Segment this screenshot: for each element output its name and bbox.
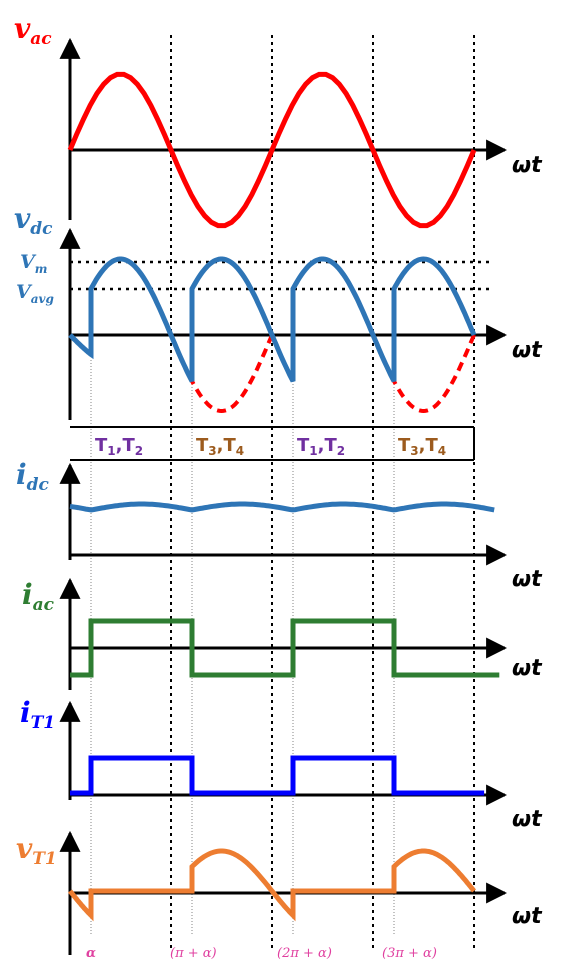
idc-label-main: i — [16, 458, 27, 491]
interval-2-b-sub: 4 — [236, 444, 244, 458]
idc-waveform — [69, 501, 495, 513]
panel-vac: vac ωt — [14, 12, 543, 229]
it1-label-sub: T1 — [31, 713, 55, 733]
angle-labels: α (π + α) (2π + α) (3π + α) — [86, 946, 437, 961]
vdc-axis-label: ωt — [512, 338, 543, 363]
interval-3: T1,T2 — [297, 435, 345, 458]
vt1-label-sub: T1 — [32, 849, 56, 869]
vt1-label: vT1 — [16, 832, 57, 869]
iac-waveform — [70, 618, 500, 678]
interval-2-a: T — [196, 435, 209, 456]
iac-label-main: i — [22, 578, 33, 611]
interval-3-b: ,T — [318, 435, 338, 456]
vm-label: Vm — [20, 251, 47, 276]
interval-2: T3,T4 — [196, 435, 244, 458]
vac-label-main: v — [14, 12, 31, 45]
idc-label-sub: dc — [27, 475, 50, 495]
it1-waveform — [70, 755, 485, 796]
panel-iac: iac ωt — [22, 577, 543, 690]
panel-it1: iT1 ωt — [20, 696, 543, 832]
it1-label: iT1 — [20, 696, 55, 733]
vdc-label-main: v — [14, 202, 31, 235]
angle-2pi-alpha: (2π + α) — [277, 946, 332, 961]
panel-vdc: vdc Vm Vavg ωt — [14, 202, 543, 420]
vac-label-sub: ac — [30, 29, 52, 49]
iac-label: iac — [22, 578, 55, 615]
interval-3-b-sub: 2 — [337, 444, 345, 458]
interval-4: T3,T4 — [398, 435, 446, 458]
it1-axis-label: ωt — [512, 807, 543, 832]
vm-label-main: V — [20, 251, 37, 273]
vdc-label: vdc — [14, 202, 53, 239]
conduction-strip: T1,T2 T3,T4 T1,T2 T3,T4 — [70, 426, 475, 461]
vavg-label-sub: avg — [31, 292, 54, 306]
iac-label-sub: ac — [33, 595, 55, 615]
interval-2-b: ,T — [217, 435, 237, 456]
idc-axis-label: ωt — [512, 567, 543, 592]
vavg-label: Vavg — [16, 281, 54, 306]
panel-idc: idc ωt — [16, 458, 543, 592]
interval-4-b: ,T — [419, 435, 439, 456]
interval-2-a-sub: 3 — [208, 444, 216, 458]
vac-waveform — [67, 71, 477, 229]
interval-3-a: T — [297, 435, 310, 456]
vt1-label-main: v — [16, 832, 33, 865]
it1-label-main: i — [20, 696, 31, 729]
vac-axis-label: ωt — [512, 153, 543, 178]
idc-label: idc — [16, 458, 50, 495]
angle-3pi-alpha: (3π + α) — [382, 946, 437, 961]
interval-1: T1,T2 — [95, 435, 143, 458]
period-guides — [170, 35, 475, 950]
vavg-label-main: V — [16, 281, 33, 303]
angle-alpha: α — [86, 946, 96, 961]
vac-label: vac — [14, 12, 52, 49]
vdc-label-sub: dc — [30, 219, 53, 239]
panel-vt1: vT1 ωt — [16, 830, 543, 955]
interval-4-a-sub: 3 — [410, 444, 418, 458]
iac-axis-label: ωt — [512, 656, 543, 681]
angle-pi-alpha: (π + α) — [170, 946, 217, 961]
interval-3-a-sub: 1 — [309, 444, 317, 458]
interval-4-a: T — [398, 435, 411, 456]
vt1-axis-label: ωt — [512, 904, 543, 929]
interval-1-a: T — [95, 435, 108, 456]
interval-1-b-sub: 2 — [135, 444, 143, 458]
interval-4-b-sub: 4 — [438, 444, 446, 458]
vdc-negative-dashed-wave — [169, 334, 476, 414]
vm-label-sub: m — [35, 262, 48, 276]
interval-1-b: ,T — [116, 435, 136, 456]
interval-1-a-sub: 1 — [107, 444, 115, 458]
vdc-waveform — [68, 256, 477, 383]
vt1-waveform — [68, 848, 476, 922]
